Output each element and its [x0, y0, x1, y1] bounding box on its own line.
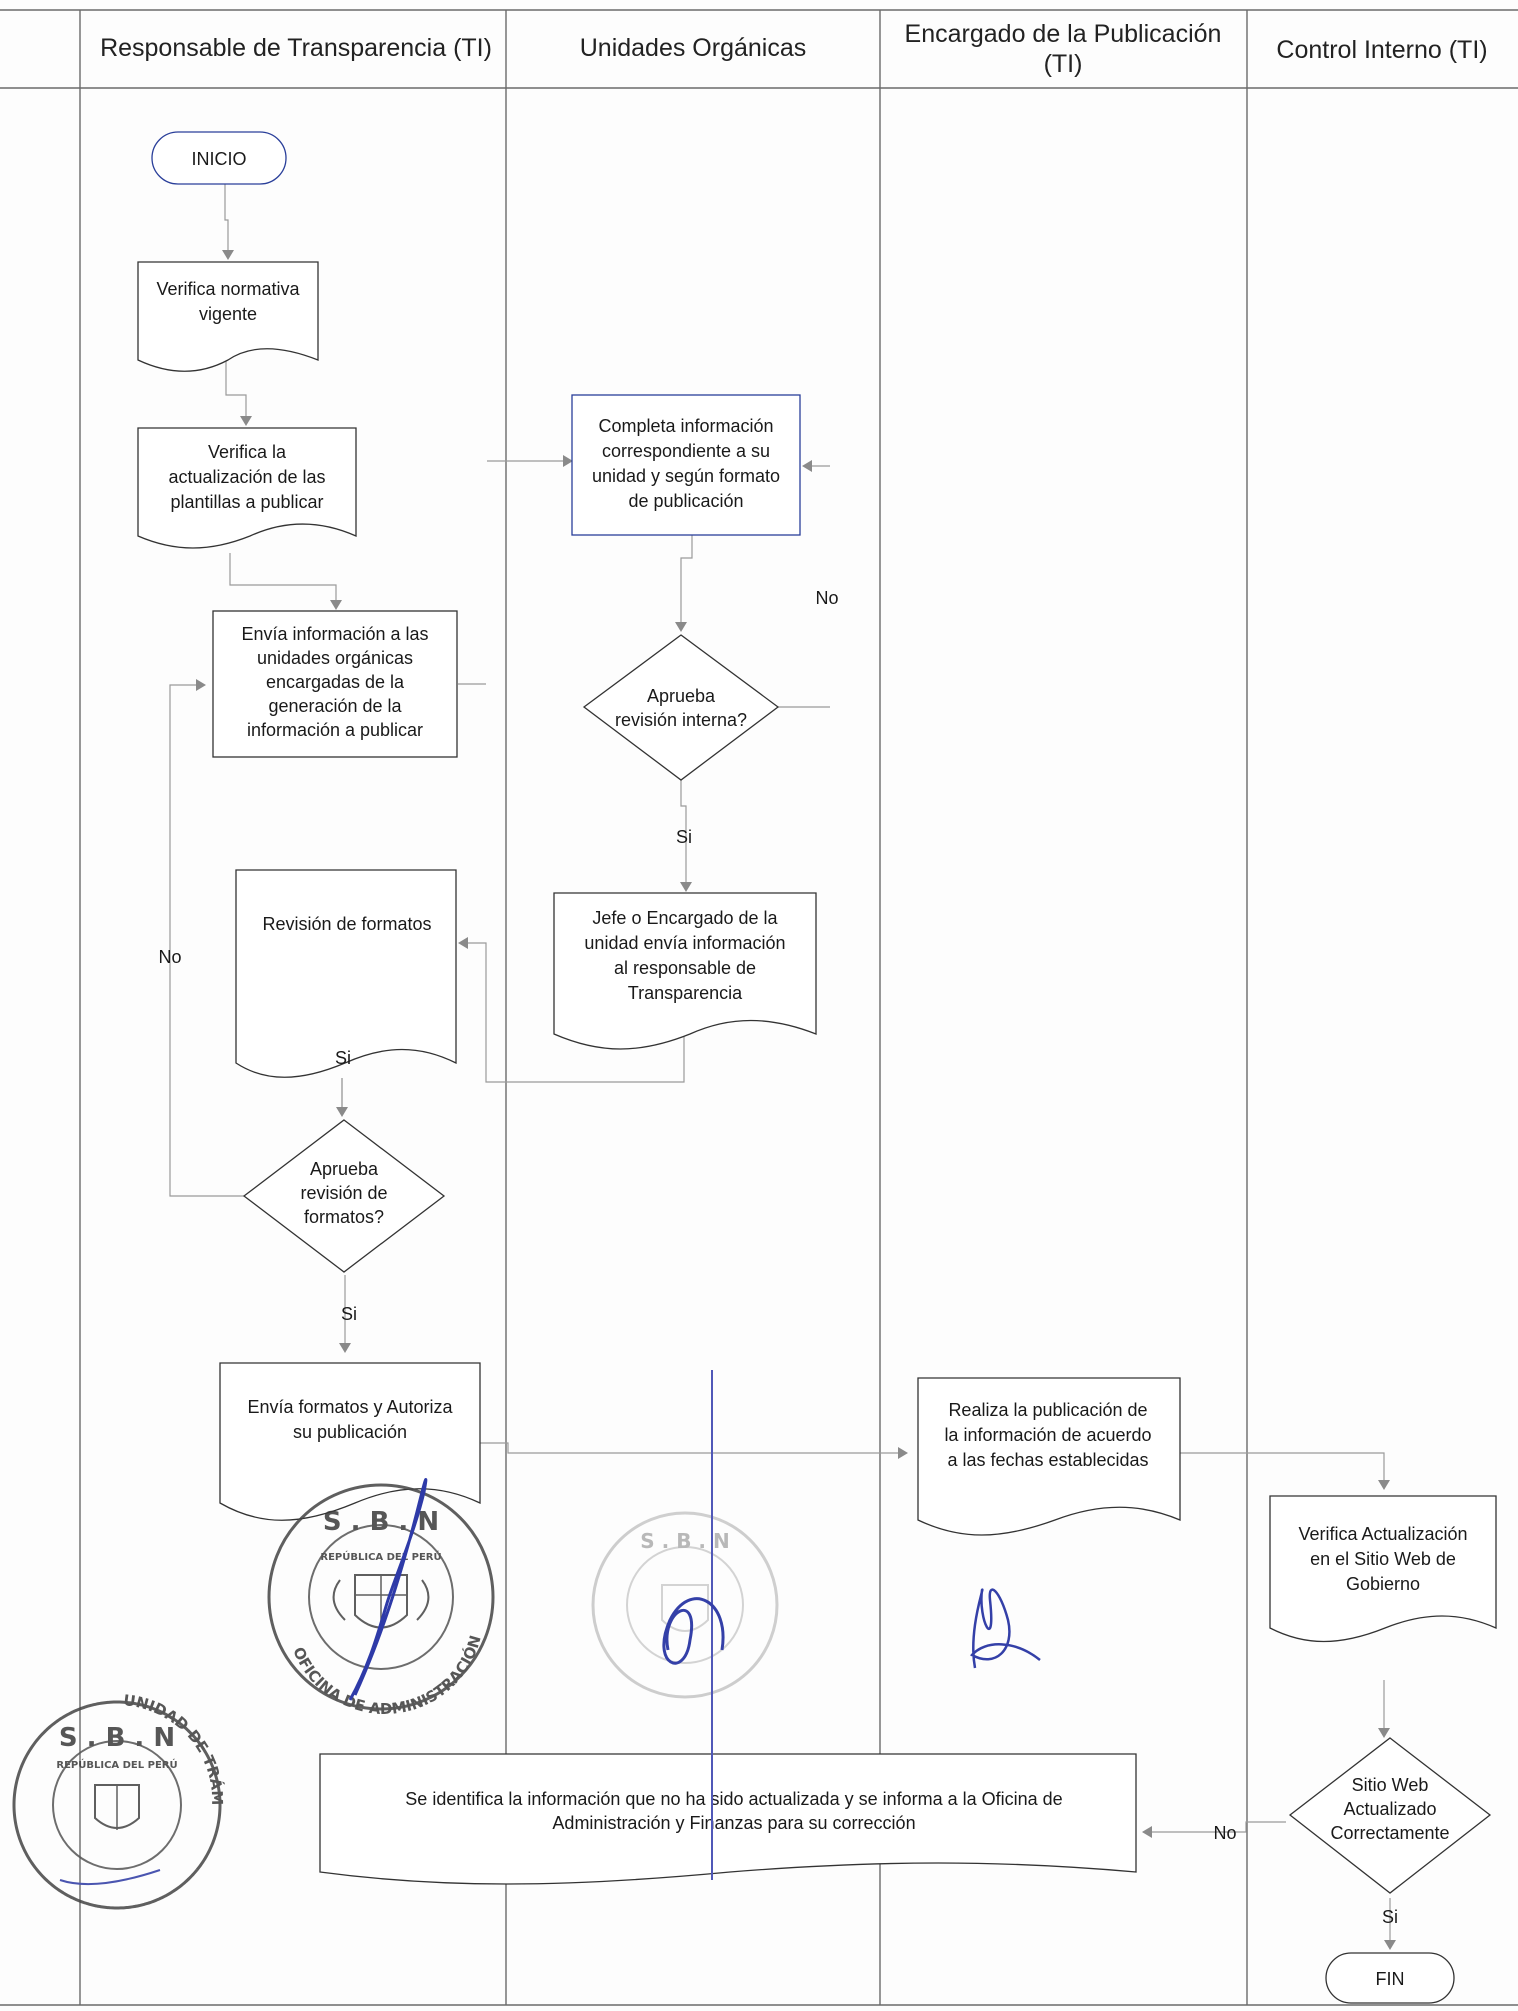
text-line: Aprueba	[310, 1159, 379, 1179]
flow-connectors	[169, 183, 1391, 1942]
envia-formatos-node: Envía formatos y Autoriza su publicación	[219, 1362, 481, 1521]
envia-informacion-node: Envía información a las unidades orgánica…	[212, 610, 458, 758]
text-line: Gobierno	[1346, 1574, 1420, 1594]
edge-label-no-formatos: No	[158, 947, 181, 967]
verifica-plantillas-node: Verifica la actualización de las plantilla…	[137, 427, 357, 549]
signature-unidades	[662, 1370, 725, 1880]
text-line: al responsable de	[614, 958, 756, 978]
text-line: generación de la	[268, 696, 402, 716]
text-line: Verifica Actualización	[1298, 1524, 1467, 1544]
signature-tramite	[59, 1869, 161, 1886]
text-line: la información de acuerdo	[944, 1425, 1151, 1445]
text-line: Encargado de la Publicación	[905, 20, 1222, 48]
verifica-normativa-node: Verifica normativa vigente	[137, 261, 319, 372]
edge-label-si-sitio: Si	[1382, 1907, 1398, 1927]
revision-formatos-node: Revisión de formatos	[235, 869, 457, 1078]
text-line: información a publicar	[247, 720, 423, 740]
text-line: formatos?	[304, 1207, 384, 1227]
text-line: Realiza la publicación de	[948, 1400, 1147, 1420]
text-line: Jefe o Encargado de la	[592, 908, 778, 928]
lane-header-encargado: Encargado de la Publicación(TI)	[905, 20, 1222, 78]
text-line: actualización de las	[168, 467, 325, 487]
text-line: Se identifica la información que no ha s…	[405, 1789, 1062, 1809]
end-node: FIN	[1325, 1952, 1455, 2004]
signature-encargado	[970, 1588, 1041, 1669]
start-node-label: INICIO	[191, 149, 246, 169]
text-line: su publicación	[293, 1422, 407, 1442]
text-line: vigente	[199, 304, 257, 324]
lane-header-transparencia: Responsable de Transparencia (TI)	[100, 34, 492, 62]
text-line: Sitio Web	[1352, 1775, 1429, 1795]
text-line: Correctamente	[1330, 1823, 1449, 1843]
text-line: plantillas a publicar	[170, 492, 323, 512]
text-line: (TI)	[1044, 50, 1083, 78]
completa-informacion-node: Completa información correspondiente a su…	[571, 394, 801, 536]
faded-stamp-top: S . B . N	[640, 1529, 729, 1553]
text-line: Verifica normativa	[156, 279, 300, 299]
revision-formatos-label: Revisión de formatos	[262, 914, 431, 934]
lane-header-unidades: Unidades Orgánicas	[580, 34, 807, 62]
text-line: Envía formatos y Autoriza	[247, 1397, 453, 1417]
text-line: Aprueba	[647, 686, 716, 706]
edge-label-si-revision: Si	[335, 1048, 351, 1068]
text-line: de publicación	[628, 491, 743, 511]
edge-label-si-formatos: Si	[341, 1304, 357, 1324]
text-line: Completa información	[598, 416, 773, 436]
signature-oaf	[348, 1478, 428, 1701]
text-line: unidad y según formato	[592, 466, 780, 486]
text-line: Verifica la	[208, 442, 287, 462]
text-line: Administración y Finanzas para su correc…	[552, 1813, 915, 1833]
edge-label-si-interna: Si	[676, 827, 692, 847]
lane-header-control: Control Interno (TI)	[1276, 36, 1487, 64]
realiza-publicacion-node: Realiza la publicación de la información …	[917, 1377, 1181, 1536]
text-line: revisión de	[300, 1183, 387, 1203]
text-line: a las fechas establecidas	[947, 1450, 1148, 1470]
text-line: correspondiente a su	[602, 441, 770, 461]
end-node-label: FIN	[1376, 1969, 1405, 1989]
text-line: encargadas de la	[266, 672, 405, 692]
unidad-stamp-top: S . B . N	[59, 1723, 175, 1753]
unidad-stamp-inner: REPÚBLICA DEL PERÚ	[56, 1758, 177, 1771]
start-node: INICIO	[151, 131, 287, 185]
edge-label-no-sitio: No	[1213, 1823, 1236, 1843]
oaf-stamp-inner: REPÚBLICA DEL PERÚ	[320, 1550, 441, 1563]
text-line: Envía información a las	[241, 624, 428, 644]
text-line: en el Sitio Web de	[1310, 1549, 1456, 1569]
se-identifica-node: Se identifica la información que no ha s…	[319, 1753, 1137, 1885]
text-line: Actualizado	[1343, 1799, 1436, 1819]
oaf-stamp-top: S . B . N	[323, 1507, 439, 1537]
text-line: revisión interna?	[615, 710, 747, 730]
verifica-actualizacion-node: Verifica Actualización en el Sitio Web de…	[1269, 1495, 1497, 1643]
aprueba-formatos-decision: Aprueba revisión de formatos?	[242, 1119, 446, 1273]
text-line: unidades orgánicas	[257, 648, 413, 668]
flow-arrowheads	[196, 250, 1396, 1950]
text-line: unidad envía información	[584, 933, 785, 953]
edge-label-no-interna: No	[815, 588, 838, 608]
jefe-envia-node: Jefe o Encargado de la unidad envía infor…	[553, 892, 817, 1050]
text-line: Transparencia	[628, 983, 743, 1003]
faded-stamp: S . B . N	[591, 1511, 779, 1699]
aprueba-revision-interna-decision: Aprueba revisión interna?	[582, 634, 780, 781]
